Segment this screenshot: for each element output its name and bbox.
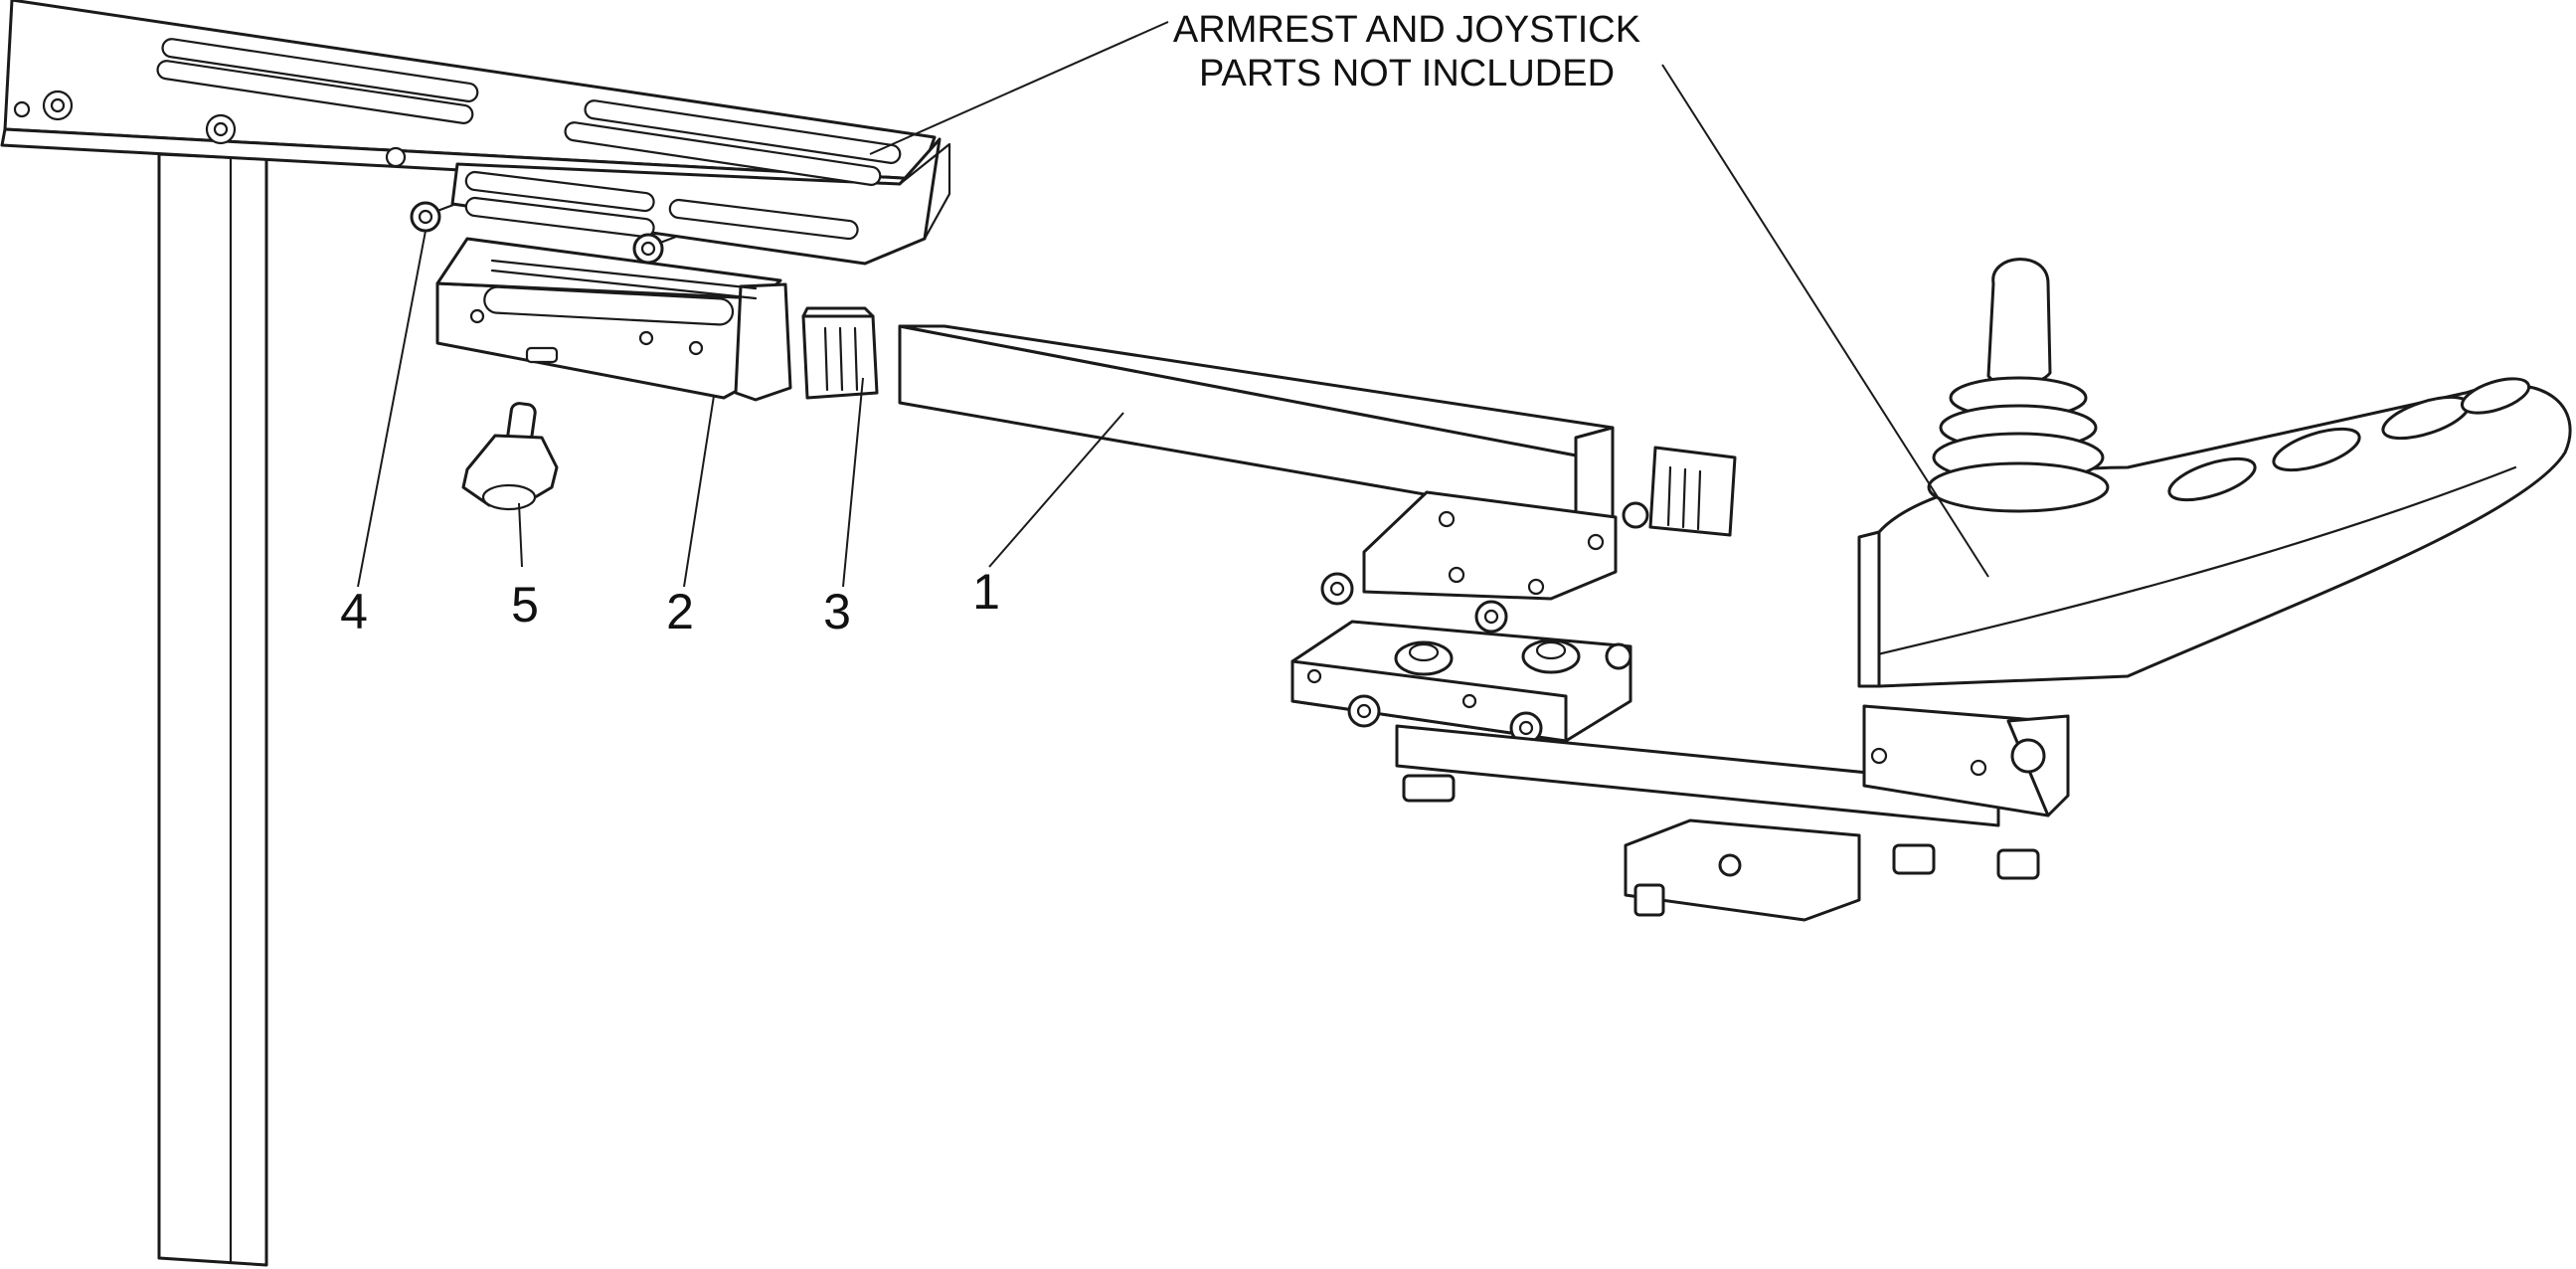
note-line-1: ARMREST AND JOYSTICK [1173,9,1640,51]
leader-lines [357,21,1989,588]
leader-3 [842,377,864,588]
callout-3: 3 [823,584,851,639]
callouts: 1 2 3 4 5 [340,564,1000,639]
part-4-screws [410,201,678,265]
joystick-controller [1624,258,2572,922]
leader-note-joystick [1661,64,1989,578]
part-5-knob [461,402,559,511]
part-2-clamp-block [435,237,792,402]
callout-1: 1 [972,564,1000,620]
part-1-square-tube [898,324,1615,529]
mounting-bracket [1320,490,1618,634]
lower-mount-block [1290,620,2000,827]
end-cap-2 [1622,446,1737,537]
leader-note-armrest [869,21,1169,155]
note-line-2: PARTS NOT INCLUDED [1199,53,1615,94]
leader-1 [988,412,1124,568]
callout-2: 2 [666,584,694,639]
callout-5: 5 [511,577,539,633]
leader-4 [357,230,427,588]
leader-2 [683,395,715,588]
note-parts-not-included: ARMREST AND JOYSTICK PARTS NOT INCLUDED [1173,9,1640,94]
callout-4: 4 [340,584,368,639]
part-3-end-cap [801,306,879,400]
armrest-bracket [0,0,951,1267]
leader-5 [518,502,523,568]
